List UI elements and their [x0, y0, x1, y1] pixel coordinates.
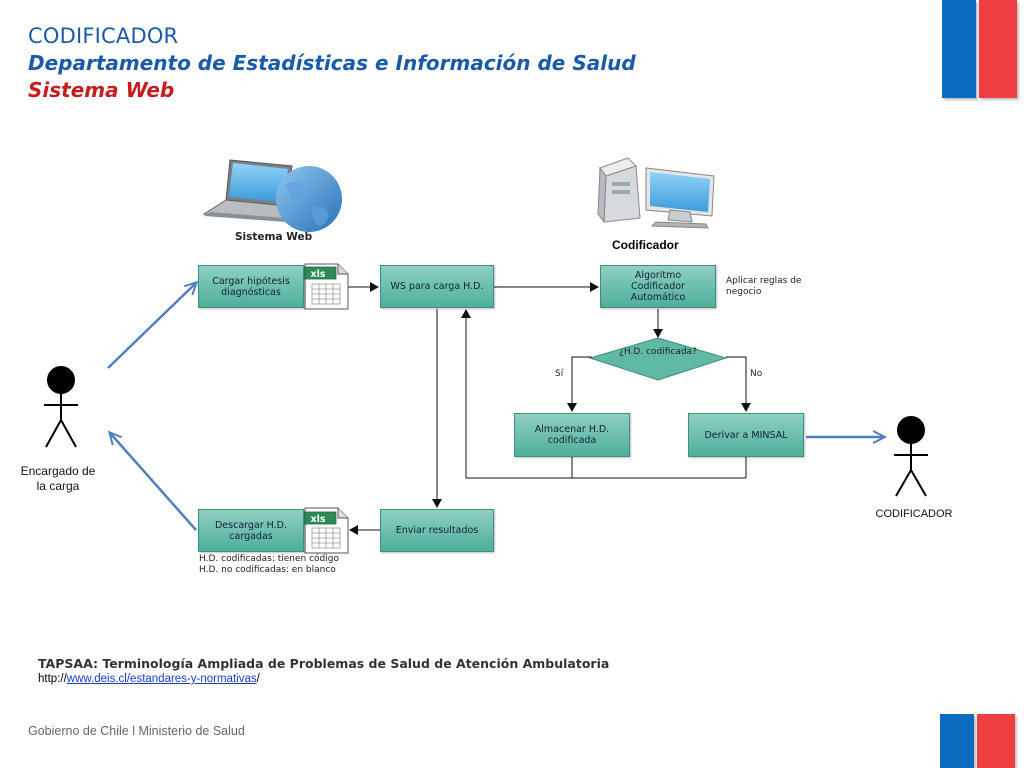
label-no: No — [750, 369, 763, 379]
desktop-computer-icon — [597, 157, 715, 229]
reference-url: http://www.deis.cl/estandares-y-normativ… — [38, 673, 260, 685]
box-algoritmo: Algoritmo Codificador Automático — [600, 265, 716, 308]
url-suffix: / — [256, 673, 260, 685]
page-subtitle: Departamento de Estadísticas e Informaci… — [28, 51, 636, 75]
deis-link[interactable]: www.deis.cl/estandares-y-normativas — [66, 673, 257, 685]
stick-figure-icon-right — [894, 416, 928, 497]
gobierno-footer: Gobierno de Chile l Ministerio de Salud — [28, 724, 245, 738]
decision-text: ¿H.D. codificada? — [619, 347, 697, 357]
xls-spreadsheet-icon-upload — [299, 263, 349, 310]
actor-encargado-label: Encargado de la carga — [20, 464, 96, 493]
label-si: Sí — [555, 369, 564, 379]
note-codificadas: H.D. codificadas: tienen código — [199, 554, 339, 564]
page-title: CODIFICADOR — [28, 24, 179, 48]
box-ws: WS para carga H.D. — [380, 265, 494, 308]
box-cargar: Cargar hipótesis diagnósticas — [198, 265, 304, 308]
box-almacenar: Almacenar H.D. codificada — [514, 413, 630, 457]
box-enviar: Enviar resultados — [380, 509, 494, 552]
chile-flag-logo-top — [942, 0, 1017, 98]
tapsaa-title: TAPSAA: Terminología Ampliada de Problem… — [38, 656, 610, 671]
chile-flag-logo-bottom — [940, 714, 1015, 768]
box-derivar: Derivar a MINSAL — [688, 413, 804, 457]
xls-label-upload: xls — [310, 269, 325, 280]
box-descargar: Descargar H.D. cargadas — [198, 509, 304, 552]
codificador-label: Codificador — [612, 238, 679, 252]
note-no-codificadas: H.D. no codificadas: en blanco — [199, 565, 336, 575]
url-prefix: http:// — [38, 673, 67, 685]
sistema-web-label: Sistema Web — [235, 231, 313, 243]
stick-figure-icon-left — [44, 366, 78, 448]
page-subtitle-2: Sistema Web — [28, 78, 175, 102]
decision-diamond — [588, 337, 728, 381]
laptop-globe-icon — [202, 159, 342, 232]
xls-label-download: xls — [310, 514, 325, 525]
actor-codificador-label: CODIFICADOR — [875, 508, 953, 520]
label-reglas: Aplicar reglas de negocio — [726, 276, 802, 297]
